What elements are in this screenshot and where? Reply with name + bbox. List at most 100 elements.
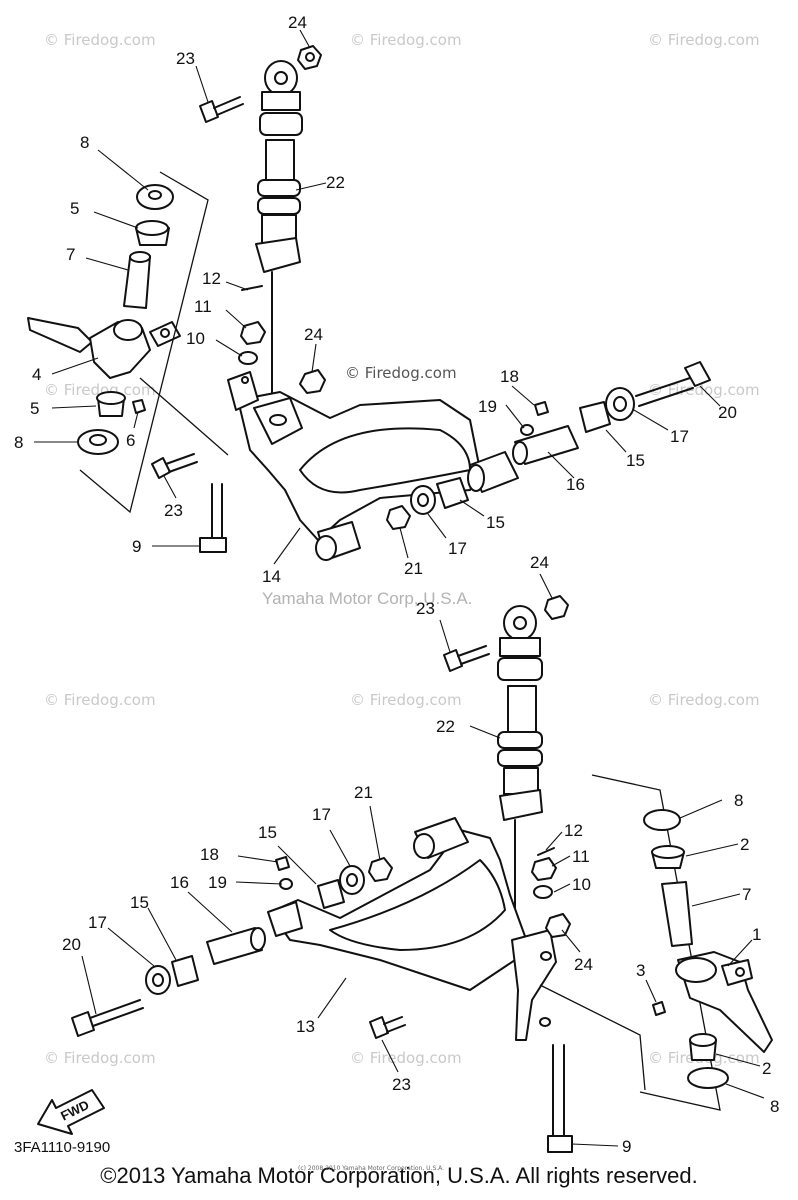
bushing-top (651, 845, 685, 859)
thrust-washer-hole (152, 973, 164, 987)
shock-body (507, 685, 537, 735)
castle-nut (531, 857, 557, 881)
leader-lines (34, 29, 765, 1147)
bracket-hole (539, 1017, 551, 1027)
collar-end (512, 441, 528, 465)
callout-label: 16 (566, 475, 585, 494)
center-mark: Yamaha Motor Corp, U.S.A. (262, 589, 472, 608)
shock-top-cap (261, 91, 301, 111)
tiny-notice: (c) 2008 2010 Yamaha Motor Corporation, … (298, 1165, 445, 1172)
callout-label: 24 (304, 325, 323, 344)
watermark-layer: © Firedog.com © Firedog.com © Firedog.co… (44, 31, 760, 1067)
knuckle-arm-hole (735, 967, 745, 977)
thrust-washer (145, 965, 171, 995)
bolt-shaft (552, 1044, 565, 1141)
thrust-washer (410, 485, 436, 515)
callout-label: 4 (32, 365, 41, 384)
bushing-top (135, 220, 169, 236)
watermark-text: © Firedog.com (350, 1049, 462, 1067)
watermark-text: © Firedog.com (44, 1049, 156, 1067)
bolt-head (199, 100, 219, 123)
bracket-outline (591, 774, 721, 1111)
callout-label: 2 (740, 835, 749, 854)
callout-label: 7 (66, 245, 75, 264)
collar (206, 927, 263, 965)
shock-top-eye-hole (513, 616, 527, 630)
washer (238, 351, 258, 365)
arm-pivot-end (315, 535, 337, 561)
callout-label: 8 (14, 433, 23, 452)
bolt-shaft (211, 483, 223, 541)
washer-hole (89, 434, 107, 446)
washer-hole (148, 190, 162, 200)
castle-nut (240, 321, 266, 345)
shock-top-cap (499, 637, 541, 657)
nut (544, 595, 569, 620)
bushing (171, 955, 199, 987)
washer (533, 885, 553, 899)
bracket-line (139, 377, 229, 456)
bracket-hole (269, 414, 287, 426)
watermark-text: © Firedog.com (44, 31, 156, 49)
callout-label: 3 (636, 961, 645, 980)
thrust-washer-hole (417, 493, 429, 507)
washer (136, 184, 174, 210)
callout-label: 18 (500, 367, 519, 386)
watermark-text: © Firedog.com (350, 691, 462, 709)
bolt-shaft (383, 1016, 406, 1033)
callout-label: 23 (392, 1075, 411, 1094)
callout-label: 5 (70, 199, 79, 218)
part-code: 3FA1110-9190 (14, 1139, 110, 1156)
callout-label: 5 (30, 399, 39, 418)
callout-label: 11 (194, 297, 212, 316)
thrust-washer-hole (613, 396, 627, 412)
callout-label: 13 (296, 1017, 315, 1036)
bolt-head (71, 1011, 95, 1037)
knuckle-spindle (27, 317, 93, 353)
nut-hole (305, 52, 315, 62)
bolt-head (369, 1016, 389, 1039)
nut (297, 45, 322, 70)
shock-spring-top (259, 112, 303, 136)
callout-label: 6 (126, 431, 135, 450)
nut (545, 913, 571, 938)
small-nut (534, 401, 549, 416)
callout-label: 21 (354, 783, 373, 802)
callout-label: 17 (88, 913, 107, 932)
shock-spring-coil (257, 179, 301, 197)
bolt-head (443, 649, 463, 672)
callout-label: 23 (176, 49, 195, 68)
bolt-head (547, 1135, 573, 1153)
thrust-washer-hole (346, 873, 358, 887)
callout-label: 24 (288, 13, 307, 32)
lower-a-arm (269, 829, 531, 991)
collar (123, 255, 151, 309)
callout-label: 18 (200, 845, 219, 864)
shock-bottom-clevis (499, 789, 543, 821)
small-nut (652, 1001, 666, 1016)
shock-spring-top (497, 657, 543, 681)
callout-label: 14 (262, 567, 281, 586)
bushing (317, 879, 345, 909)
collar-end (129, 251, 151, 263)
washer (77, 429, 119, 455)
bolt-head (684, 361, 711, 387)
watermark-text: © Firedog.com (44, 691, 156, 709)
callout-label: 12 (564, 821, 583, 840)
upper-assembly (27, 45, 711, 561)
callout-label: 20 (62, 935, 81, 954)
shock-bottom-clevis (255, 237, 301, 273)
knuckle-bore (113, 319, 143, 341)
cotter-pin (537, 847, 555, 856)
callout-label: 9 (132, 537, 141, 556)
arm-pivot-bushing (267, 901, 303, 937)
bolt-head (151, 457, 171, 479)
shock-top-eye (264, 60, 298, 96)
callout-label: 15 (626, 451, 645, 470)
small-nut (275, 856, 290, 871)
callout-label: 8 (734, 791, 743, 810)
bolt-shaft (165, 453, 198, 473)
plate-hole (241, 376, 249, 384)
knuckle-bore (675, 957, 717, 983)
callout-label: 17 (448, 539, 467, 558)
